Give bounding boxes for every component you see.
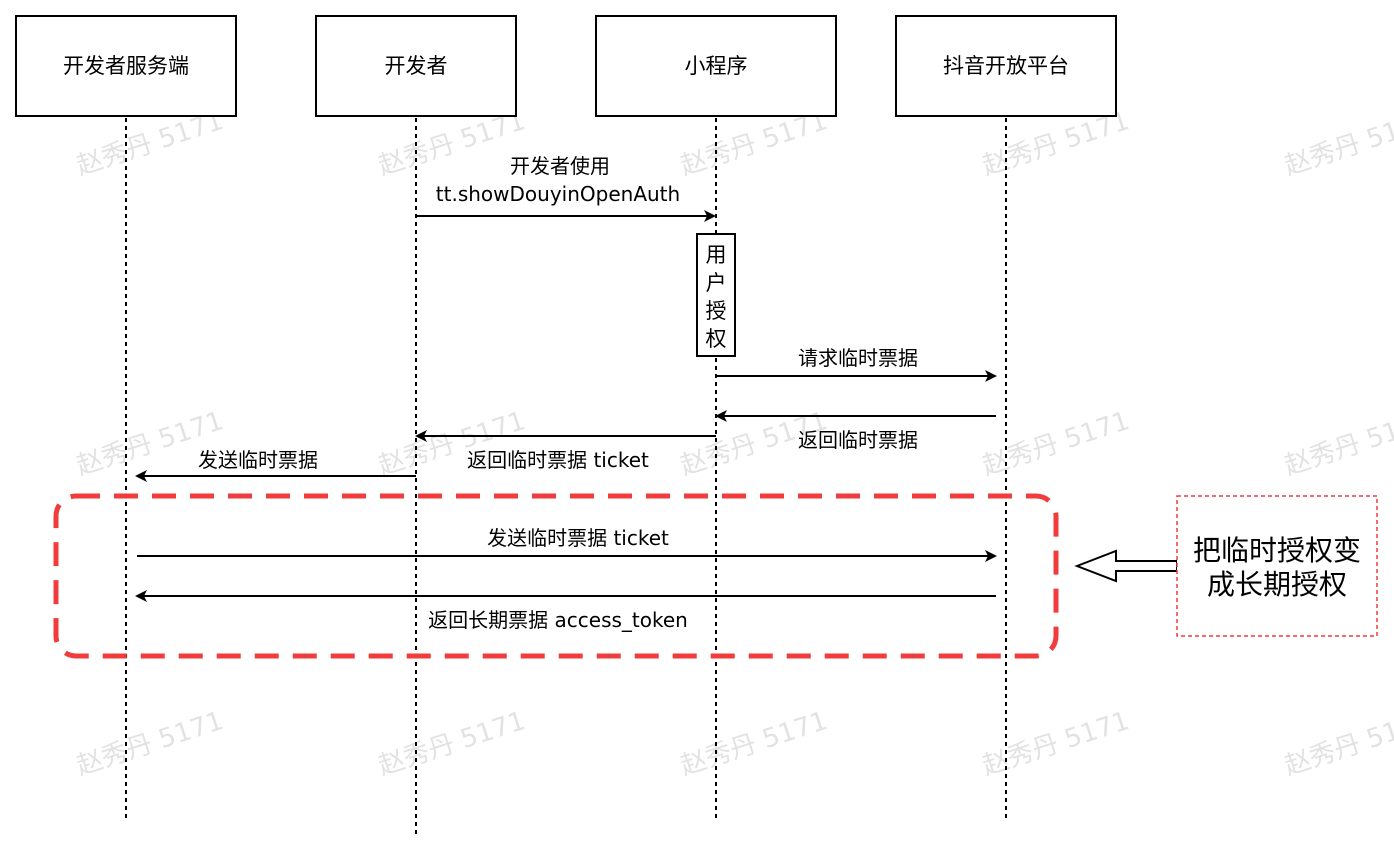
lifeline-header-platform: 抖音开放平台 (895, 15, 1117, 117)
activation-label-char: 用 (706, 243, 727, 267)
watermark: 赵秀丹 5171 (979, 706, 1133, 782)
lifeline-title: 小程序 (685, 54, 748, 78)
note-text: 成长期授权 (1207, 568, 1347, 601)
message-send-ticket-to-platform: 发送临时票据 ticket (137, 526, 997, 562)
message-invoke-auth: 开发者使用 tt.showDouyinOpenAuth (416, 154, 716, 222)
lifeline-header-miniapp: 小程序 (595, 15, 837, 117)
message-label: 返回临时票据 (798, 428, 918, 452)
message-label: 开发者使用 (510, 154, 610, 178)
message-label: 请求临时票据 (798, 346, 918, 370)
note-text: 把临时授权变 (1193, 534, 1361, 567)
activation-label-char: 户 (706, 271, 727, 295)
message-label: 发送临时票据 (198, 448, 318, 472)
lifeline-header-developer: 开发者 (315, 15, 517, 117)
message-label: tt.showDouyinOpenAuth (436, 182, 680, 206)
activation-label-char: 授 (706, 299, 727, 323)
message-return-ticket-to-dev: 返回临时票据 ticket (415, 430, 716, 472)
watermark-layer: 赵秀丹 5171 赵秀丹 5171 赵秀丹 5171 赵秀丹 5171 赵秀丹 … (73, 106, 1394, 782)
watermark: 赵秀丹 5171 (677, 706, 831, 782)
message-label: 返回临时票据 ticket (467, 448, 649, 472)
message-return-temp-ticket: 返回临时票据 (715, 410, 996, 452)
activation-label-char: 权 (706, 327, 727, 351)
watermark: 赵秀丹 5171 (1281, 106, 1394, 182)
activation-user-auth: 用 户 授 权 (696, 233, 736, 357)
watermark: 赵秀丹 5171 (979, 106, 1133, 182)
watermark: 赵秀丹 5171 (677, 106, 831, 182)
watermark: 赵秀丹 5171 (979, 406, 1133, 482)
pointer-arrow (1074, 549, 1178, 583)
lifeline-title: 开发者服务端 (63, 54, 189, 78)
watermark: 赵秀丹 5171 (375, 106, 529, 182)
watermark: 赵秀丹 5171 (73, 706, 227, 782)
watermark: 赵秀丹 5171 (73, 106, 227, 182)
watermark: 赵秀丹 5171 (375, 706, 529, 782)
message-label: 发送临时票据 ticket (487, 526, 669, 550)
message-return-access-token: 返回长期票据 access_token (135, 590, 996, 632)
watermark: 赵秀丹 5171 (1281, 706, 1394, 782)
message-send-temp-ticket-to-server: 发送临时票据 (135, 448, 416, 482)
highlight-frame (53, 493, 1059, 659)
note-box: 把临时授权变 成长期授权 (1176, 495, 1378, 637)
lifeline-title: 抖音开放平台 (943, 54, 1069, 78)
message-label: 返回长期票据 access_token (428, 608, 688, 632)
message-request-temp-ticket: 请求临时票据 (716, 346, 997, 382)
lifeline-header-server: 开发者服务端 (15, 15, 237, 117)
watermark: 赵秀丹 5171 (1281, 406, 1394, 482)
lifeline-title: 开发者 (385, 54, 448, 78)
